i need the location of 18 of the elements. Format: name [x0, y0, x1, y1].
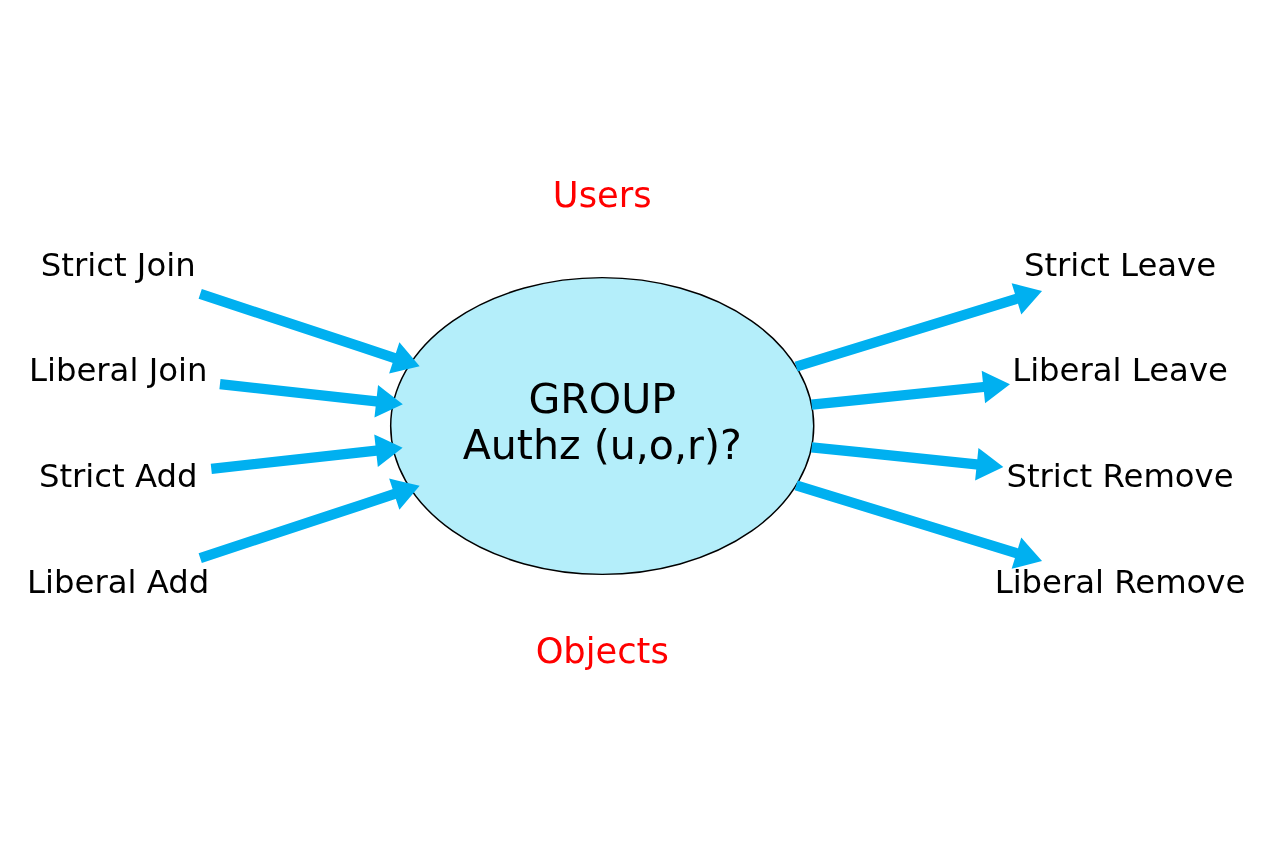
arrow — [811, 441, 1004, 481]
arrow — [811, 370, 1010, 410]
node-text: Liberal Remove — [994, 562, 1246, 601]
arrow — [198, 478, 420, 563]
node-text: Strict Add — [38, 456, 198, 495]
label: Users — [552, 173, 652, 215]
node-text: Strict Remove — [1006, 456, 1234, 495]
arrow — [210, 433, 403, 474]
arrow — [219, 378, 403, 418]
node-text: Liberal Leave — [1012, 350, 1228, 389]
arrow — [794, 282, 1042, 372]
node-text: Liberal Add — [27, 562, 210, 601]
node-text: Strict Join — [40, 245, 196, 284]
arrow — [198, 288, 420, 373]
node-text: Strict Leave — [1023, 245, 1217, 284]
label: Objects — [535, 629, 669, 671]
arrow — [794, 479, 1042, 569]
node-text: Liberal Join — [29, 350, 208, 389]
